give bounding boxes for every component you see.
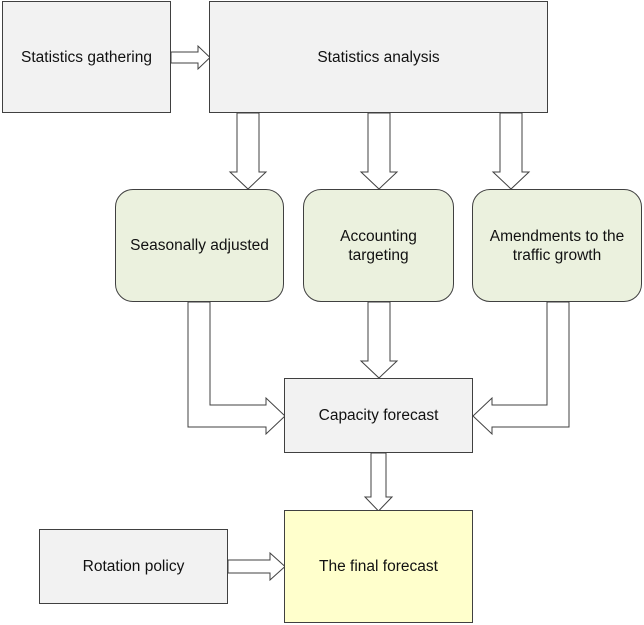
rotation-policy-box: Rotation policy	[39, 529, 228, 604]
statistics-gathering-box: Statistics gathering	[2, 1, 171, 113]
amendments-label: Amendments to the traffic growth	[489, 227, 625, 264]
arrow-capacity-to-final	[363, 452, 394, 512]
arrow-accounting-to-capacity	[359, 301, 399, 379]
accounting-targeting-label: Accounting targeting	[340, 227, 417, 264]
seasonally-adjusted-label: Seasonally adjusted	[130, 237, 269, 254]
capacity-forecast-label: Capacity forecast	[318, 407, 439, 424]
rotation-policy-label: Rotation policy	[82, 558, 185, 575]
amendments-box: Amendments to the traffic growth	[472, 189, 642, 302]
capacity-forecast-box: Capacity forecast	[284, 378, 473, 453]
seasonally-adjusted-box: Seasonally adjusted	[115, 189, 284, 302]
arrow-analysis-to-amendments	[491, 112, 531, 190]
arrow-rotation-to-final	[227, 551, 286, 582]
accounting-targeting-box: Accounting targeting	[303, 189, 454, 302]
statistics-analysis-label: Statistics analysis	[317, 48, 440, 66]
arrow-analysis-to-accounting	[359, 112, 399, 190]
arrow-analysis-to-seasonally	[228, 112, 268, 190]
arrow-seasonally-to-capacity	[187, 301, 286, 436]
arrow-amendments-to-capacity	[472, 301, 570, 436]
statistics-analysis-box: Statistics analysis	[209, 1, 548, 113]
statistics-gathering-label: Statistics gathering	[21, 48, 152, 66]
final-forecast-label: The final forecast	[319, 558, 438, 575]
final-forecast-box: The final forecast	[284, 510, 473, 623]
arrow-gathering-to-analysis	[170, 44, 211, 71]
